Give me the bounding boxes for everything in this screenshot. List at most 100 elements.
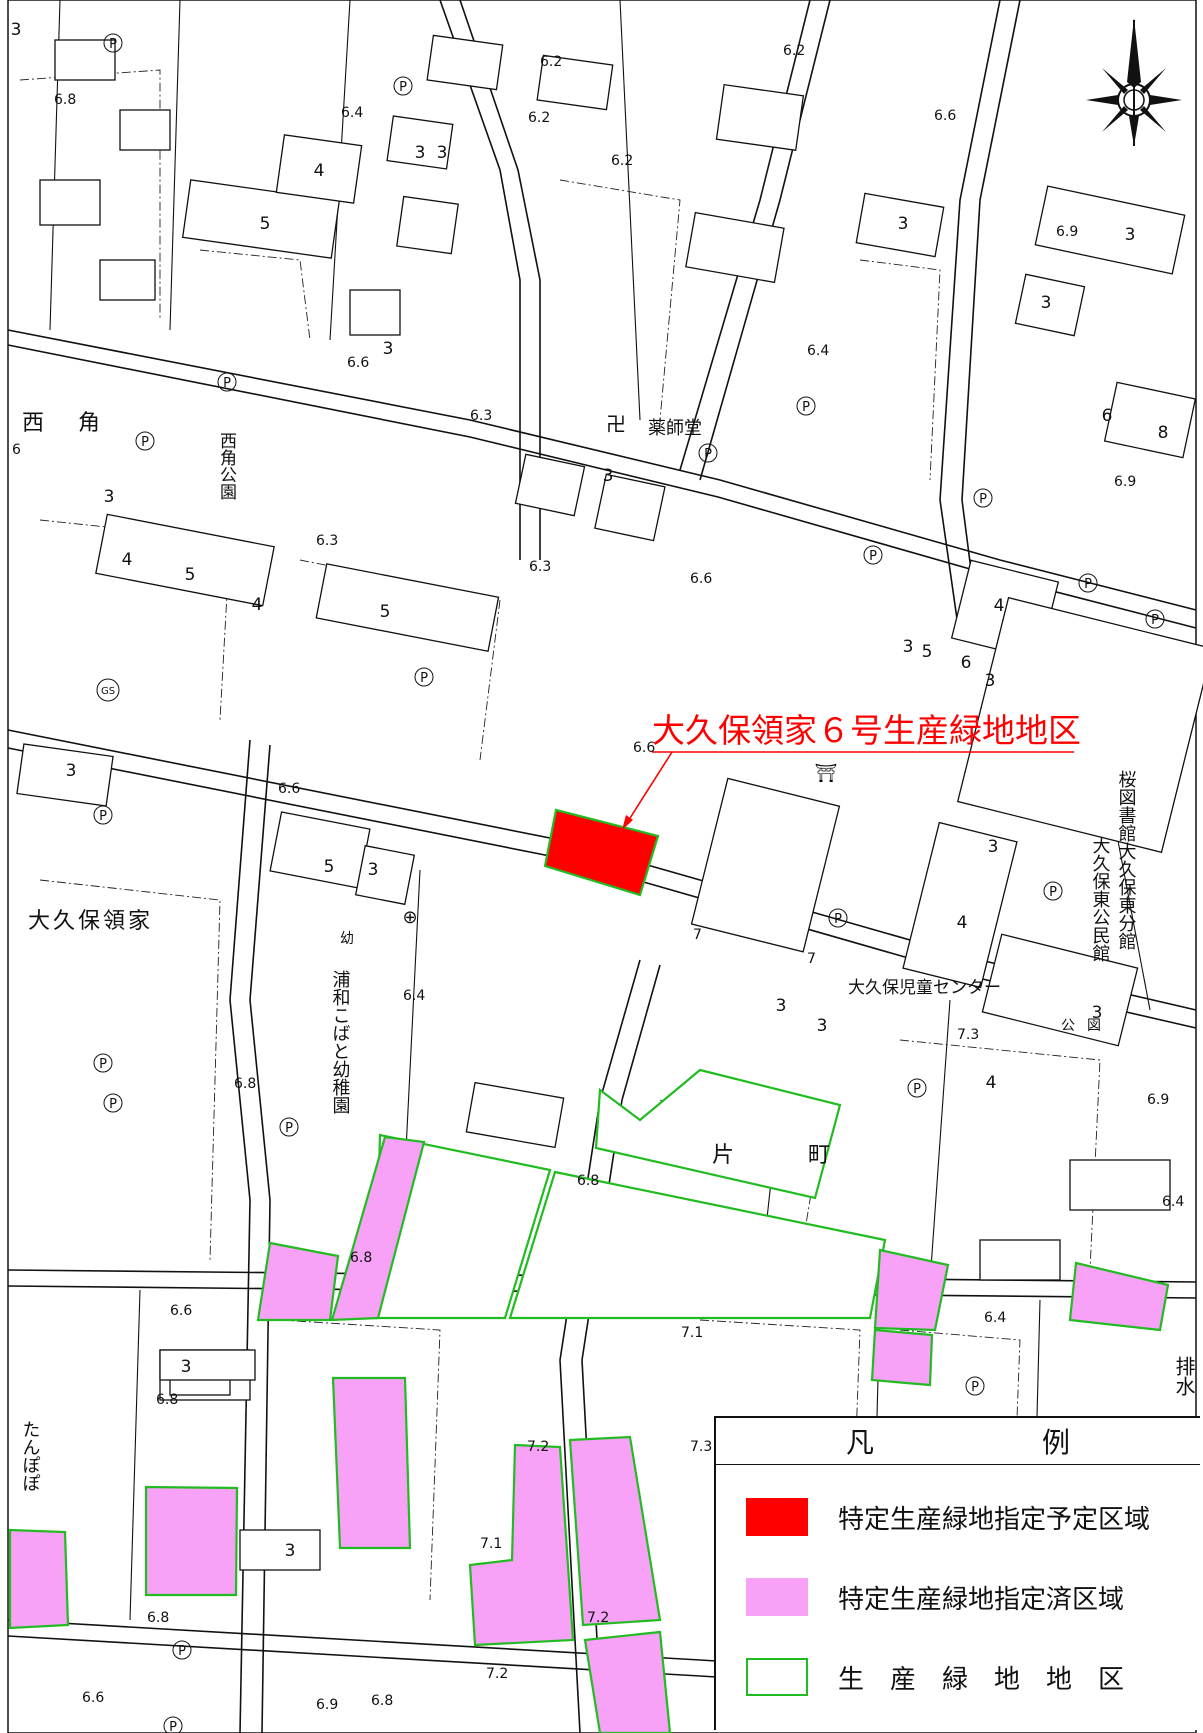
parking-icon: P xyxy=(141,435,149,450)
svg-text:6.9: 6.9 xyxy=(1056,224,1078,240)
svg-text:5: 5 xyxy=(922,642,933,662)
svg-text:3: 3 xyxy=(903,637,914,657)
parking-icon: P xyxy=(1151,613,1159,628)
svg-text:6.2: 6.2 xyxy=(611,153,633,169)
parking-icon: P xyxy=(913,1082,921,1097)
svg-text:4: 4 xyxy=(986,1073,997,1093)
svg-text:6.8: 6.8 xyxy=(350,1250,372,1266)
svg-text:7.3: 7.3 xyxy=(957,1027,979,1043)
parking-icon: P xyxy=(1084,577,1092,592)
buildings xyxy=(16,34,1203,1571)
specific-green-designated xyxy=(8,1135,1170,1733)
svg-text:3: 3 xyxy=(415,143,426,163)
svg-text:6.8: 6.8 xyxy=(54,92,76,108)
svg-text:6.3: 6.3 xyxy=(316,533,338,549)
kindergarten-icon: 幼 xyxy=(340,931,354,947)
place-name-tanpopo: たんぽぽ xyxy=(20,1420,41,1492)
svg-text:6.8: 6.8 xyxy=(234,1076,256,1092)
parking-icon: P xyxy=(971,1380,979,1395)
parking-icon: P xyxy=(869,549,877,564)
svg-text:7: 7 xyxy=(693,927,702,943)
svg-text:8: 8 xyxy=(1158,423,1169,443)
svg-text:6: 6 xyxy=(961,653,972,673)
place-name-nishikado-park: 西角公園 xyxy=(216,432,237,500)
svg-text:4: 4 xyxy=(957,913,968,933)
okubo-ryoke-6-district xyxy=(543,808,660,897)
parking-icon: P xyxy=(99,1057,107,1072)
okubo-ryoke-6-callout: 大久保領家６号生産緑地地区 xyxy=(652,711,1081,750)
svg-text:5: 5 xyxy=(324,857,335,877)
legend-label-district: 生 産 緑 地 地 区 xyxy=(838,1664,1125,1695)
svg-text:6.6: 6.6 xyxy=(278,781,300,797)
svg-text:6.4: 6.4 xyxy=(403,988,425,1004)
temple-icon: 卍 xyxy=(606,412,626,436)
svg-text:7.1: 7.1 xyxy=(480,1536,502,1552)
svg-text:3: 3 xyxy=(285,1541,296,1561)
place-name-sakura-library: 桜図書館大久保東分館 xyxy=(1116,770,1137,950)
svg-text:6.2: 6.2 xyxy=(528,110,550,126)
gas-station-icon: GS xyxy=(96,678,120,702)
svg-text:3: 3 xyxy=(1125,225,1136,245)
svg-text:6.4: 6.4 xyxy=(1162,1194,1184,1210)
svg-text:6.9: 6.9 xyxy=(316,1697,338,1713)
north-arrow-icon xyxy=(1086,18,1182,146)
svg-text:6.8: 6.8 xyxy=(577,1173,599,1189)
legend-label-designated: 特定生産緑地指定済区域 xyxy=(838,1584,1125,1615)
svg-text:6.6: 6.6 xyxy=(82,1690,104,1706)
svg-text:6.8: 6.8 xyxy=(156,1392,178,1408)
map-frame xyxy=(7,0,1197,1733)
svg-text:6.6: 6.6 xyxy=(170,1303,192,1319)
svg-text:7.2: 7.2 xyxy=(486,1666,508,1682)
svg-text:6.2: 6.2 xyxy=(783,43,805,59)
elevation-labels: 6.2 6.2 6.8 6.4 6.6 6.2 6.2 6.9 6.6 6.4 … xyxy=(12,43,1184,1713)
legend-item-district: 生 産 緑 地 地 区 xyxy=(746,1658,1124,1696)
svg-text:3: 3 xyxy=(383,339,394,359)
parking-icon: P xyxy=(834,912,842,927)
building-floor-labels: 3 4 5 3 3 3 3 3 3 6 8 4 5 4 3 5 3 4 3 5 … xyxy=(11,20,1169,1561)
legend-item-designated: 特定生産緑地指定済区域 xyxy=(746,1578,1124,1616)
legend-title: 凡 例 xyxy=(716,1418,1200,1465)
svg-text:7.3: 7.3 xyxy=(690,1439,712,1455)
svg-text:6.4: 6.4 xyxy=(807,343,829,359)
parking-icon: P xyxy=(420,671,428,686)
place-name-yakushido: 薬師堂 xyxy=(648,418,702,439)
place-name-nishikado: 西 角 xyxy=(22,411,106,436)
svg-text:7.2: 7.2 xyxy=(527,1439,549,1455)
place-name-haisui: 排水 xyxy=(1172,1356,1196,1396)
svg-text:6.6: 6.6 xyxy=(690,571,712,587)
svg-text:6: 6 xyxy=(1102,406,1113,426)
parking-icon: P xyxy=(704,447,712,462)
svg-text:6.2: 6.2 xyxy=(540,54,562,70)
svg-text:3: 3 xyxy=(104,487,115,507)
svg-text:6.6: 6.6 xyxy=(633,740,655,756)
svg-text:6: 6 xyxy=(12,442,21,458)
shrine-icon: ⛩ xyxy=(815,763,838,784)
svg-text:7.2: 7.2 xyxy=(587,1610,609,1626)
production-green-districts xyxy=(373,1068,887,1320)
svg-text:3: 3 xyxy=(817,1016,828,1036)
place-name-kominkan: 大久保東公民館 xyxy=(1090,836,1111,962)
svg-text:6.4: 6.4 xyxy=(341,105,363,121)
svg-text:4: 4 xyxy=(314,161,325,181)
svg-text:7.1: 7.1 xyxy=(681,1325,703,1341)
parking-icon: P xyxy=(399,80,407,95)
place-name-jido-center: 大久保児童センター xyxy=(848,978,1001,998)
svg-text:3: 3 xyxy=(776,996,787,1016)
library-icon: 図 xyxy=(1087,1018,1101,1034)
map-legend: 凡 例 特定生産緑地指定予定区域 特定生産緑地指定済区域 生 産 緑 地 地 区 xyxy=(714,1416,1200,1730)
svg-text:3: 3 xyxy=(181,1357,192,1377)
legend-label-scheduled: 特定生産緑地指定予定区域 xyxy=(838,1504,1151,1535)
svg-text:3: 3 xyxy=(603,466,614,486)
legend-swatch-scheduled xyxy=(746,1498,808,1536)
svg-text:3: 3 xyxy=(988,837,999,857)
parking-icon: P xyxy=(285,1121,293,1136)
svg-text:3: 3 xyxy=(66,761,77,781)
parking-icon: P xyxy=(109,1097,117,1112)
svg-text:GS: GS xyxy=(101,686,115,697)
parking-symbols: P P P P P P P P P P P P P P P P P P P P … xyxy=(93,33,1165,1733)
hospital-icon: ⊕ xyxy=(402,907,417,928)
parking-icon: P xyxy=(979,492,987,507)
legend-swatch-designated xyxy=(746,1578,808,1616)
parking-icon: P xyxy=(802,400,810,415)
